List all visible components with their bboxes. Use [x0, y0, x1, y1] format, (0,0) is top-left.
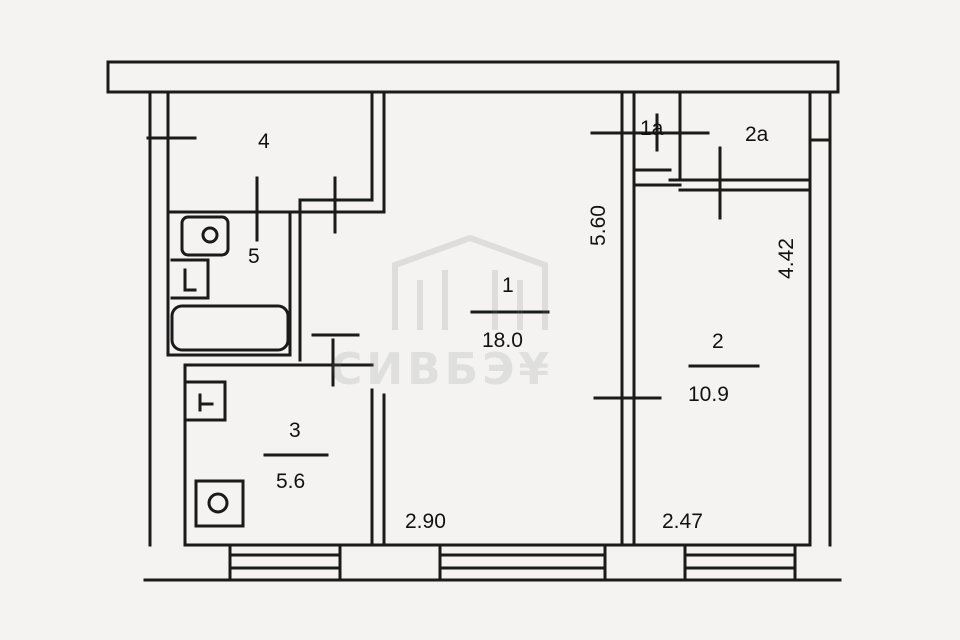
room4-walls [166, 90, 386, 214]
room5-walls [166, 210, 292, 357]
stove-burner [207, 492, 229, 514]
room-4-label: 4 [258, 130, 270, 153]
dim-room2-width: 2.47 [662, 510, 703, 533]
sink-drain [201, 226, 219, 244]
outer-right-wall [808, 60, 840, 547]
window-bottom-2 [438, 543, 607, 582]
bathtub [170, 304, 290, 352]
dim-room1-width: 2.90 [405, 510, 446, 533]
room-1a-label: 1a [640, 117, 664, 140]
room-3-area: 5.6 [276, 470, 306, 493]
room-1-number: 1 [502, 274, 514, 297]
dim-room2-length: 4.42 [774, 238, 798, 279]
toilet [170, 258, 210, 300]
room-5-label: 5 [248, 245, 260, 268]
window-bottom-3 [683, 543, 797, 582]
room-3-number: 3 [289, 419, 301, 442]
dim-room1-length: 5.60 [586, 205, 610, 246]
watermark-logo-icon [392, 234, 548, 330]
stove [194, 479, 245, 528]
window-bottom-1 [228, 543, 342, 582]
room-1-area: 18.0 [482, 329, 523, 352]
room3-walls [183, 363, 386, 547]
kitchen-sink [186, 380, 227, 422]
room-2-number: 2 [712, 330, 724, 353]
room-2a-label: 2a [745, 123, 769, 146]
outer-top-wall [106, 60, 840, 547]
partition-room1-right [620, 90, 636, 547]
watermark-text: CИBБЭ¥ [330, 344, 554, 395]
sink [180, 215, 230, 257]
door-marks [146, 113, 832, 400]
room1a-walls [632, 90, 812, 192]
outer-bottom-wall [143, 543, 842, 582]
room-2-area: 10.9 [688, 383, 729, 406]
